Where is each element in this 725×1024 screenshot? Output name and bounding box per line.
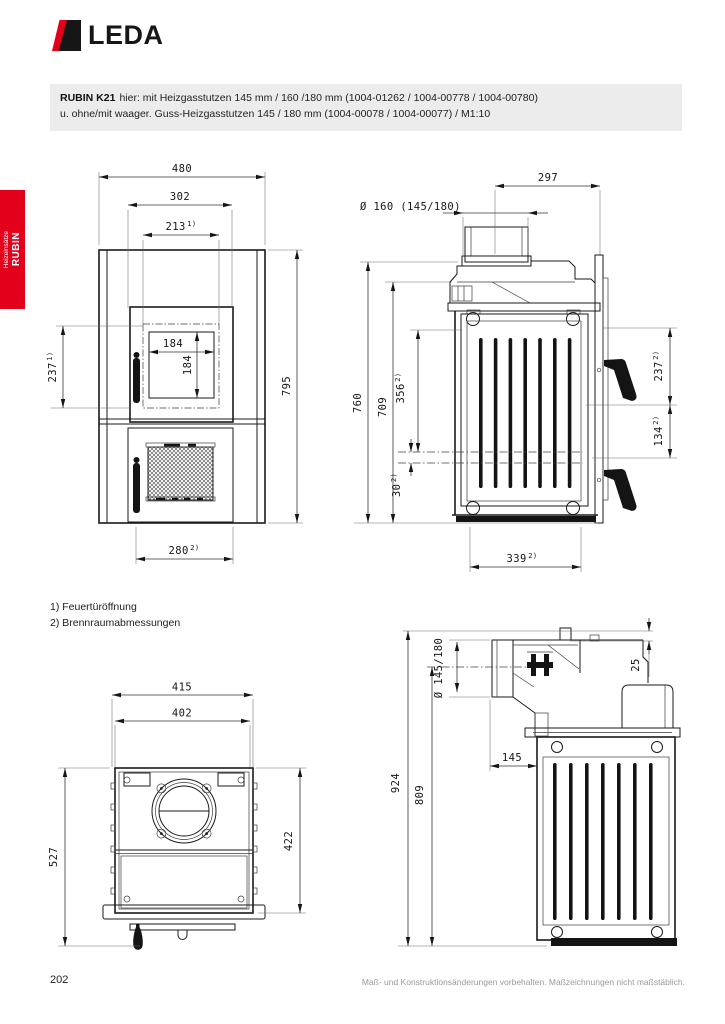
- dim-upper-depth: 2372): [652, 351, 665, 382]
- dim-top-depth: 297: [538, 172, 558, 184]
- dim-base-width: 415: [172, 682, 192, 694]
- dim-lower-depth: 1342): [652, 416, 665, 447]
- heat-exchanger-ribs: [479, 338, 572, 488]
- dim-stub-diameter: Ø 145/180: [433, 638, 445, 699]
- fire-door-handle: [133, 352, 140, 403]
- ash-door-grille: [145, 442, 216, 502]
- title-line-2: u. ohne/mit waager. Guss-Heizgasstutzen …: [60, 107, 491, 120]
- stub-view-dimensions: 924 809 25 Ø 145/180 145: [390, 618, 653, 947]
- stove-side-body: [447, 226, 637, 524]
- stove-top-body: [102, 767, 266, 950]
- stove-stub-body: [491, 627, 681, 946]
- dim-cap-offset: 25: [630, 658, 642, 671]
- dim-stub-total-height: 924: [390, 773, 402, 793]
- top-view-drawing: 415 402 527 422: [48, 682, 306, 950]
- ash-handle-top-view: [133, 924, 143, 950]
- side-view-dimensions: 297 Ø 160 (145/180) 760 709 3562) 302) 2…: [352, 172, 677, 572]
- chapter-tab: Heizeinsätze RUBIN: [0, 190, 25, 309]
- dim-front-total-height: 795: [281, 376, 293, 396]
- dim-firebox-height: 3562): [394, 373, 407, 404]
- ash-door-handle: [133, 457, 140, 513]
- stub-bolt-flange: [527, 651, 553, 676]
- product-name: RUBIN K21: [60, 92, 116, 104]
- dim-flue-diameter: Ø 160 (145/180): [360, 201, 461, 213]
- dim-front-top-width: 302: [170, 191, 190, 203]
- dim-window-height: 184: [182, 355, 194, 375]
- tab-category-label: Heizeinsätze: [3, 230, 10, 269]
- logo-wordmark: LEDA: [88, 20, 164, 50]
- dim-side-total-height: 760: [352, 393, 364, 413]
- footnotes: 1) Feuertüröffnung 2) Brennraumabmessung…: [50, 599, 180, 632]
- side-view-drawing: 297 Ø 160 (145/180) 760 709 3562) 302) 2…: [352, 172, 677, 572]
- door-lever-lower: [604, 469, 637, 511]
- hinge-ticks: [110, 782, 258, 895]
- dim-door-height: 2371): [46, 352, 59, 383]
- footnote-2: 2) Brennraumabmessungen: [50, 617, 181, 630]
- dim-body-depth: 422: [283, 831, 295, 851]
- dim-stub-length: 145: [502, 752, 522, 764]
- footer-disclaimer: Maß- und Konstruktionsänderungen vorbeha…: [361, 977, 685, 987]
- title-text-1: hier: mit Heizgasstutzen 145 mm / 160 /1…: [119, 92, 538, 104]
- dim-body-height: 709: [377, 397, 389, 417]
- dim-front-total-width: 480: [172, 163, 192, 175]
- page-number: 202: [50, 974, 69, 986]
- top-view-dimensions: 415 402 527 422: [48, 682, 306, 947]
- dim-window-width: 184: [163, 338, 183, 350]
- dim-stub-axis-height: 809: [414, 785, 426, 805]
- brand-logo: LEDA: [50, 20, 164, 51]
- dim-total-depth: 527: [48, 847, 60, 867]
- footnote-1: 1) Feuertüröffnung: [50, 601, 137, 613]
- dim-grate-offset: 302): [390, 473, 403, 497]
- leda-logo-icon: [50, 20, 81, 51]
- horizontal-stub-view-drawing: 924 809 25 Ø 145/180 145: [390, 618, 681, 947]
- tab-series-label: RUBIN: [11, 232, 22, 267]
- heat-exchanger-ribs-rear: [553, 763, 653, 920]
- dim-body-width: 402: [172, 708, 192, 720]
- stove-front-body: [98, 249, 266, 524]
- flue-collar: [151, 778, 217, 844]
- door-lever-upper: [604, 359, 637, 401]
